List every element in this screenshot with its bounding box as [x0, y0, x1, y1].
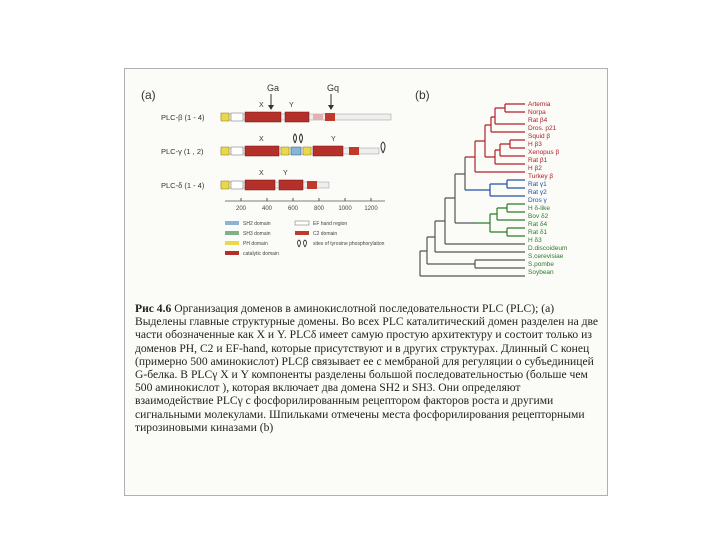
caption-lead: Рис 4.6 — [135, 302, 172, 315]
svg-text:1000: 1000 — [338, 206, 352, 212]
phospho-hairpin-icon — [380, 141, 386, 154]
figure-panel: (a) Ga Gq PLC-β (1 - 4) X Y PLC-γ (1 , 2… — [141, 83, 567, 277]
row-beta-mark-x: X — [259, 102, 264, 109]
panel-b-label: (b) — [415, 88, 430, 102]
row-label-plc-delta: PLC-δ (1 - 4) — [161, 181, 205, 190]
taxon-label: Bov δ2 — [528, 213, 549, 220]
row-delta-mark-x: X — [259, 170, 264, 177]
taxa-labels: Artemia Norpa Rat β4 Dros. p21 Squid β H… — [528, 101, 567, 276]
phospho-hairpin-icon — [293, 133, 297, 144]
taxon-label: Squid β — [528, 133, 550, 140]
taxon-label: Soybean — [528, 269, 554, 276]
taxon-label: Rat γ1 — [528, 181, 547, 188]
taxon-label: D.discoideum — [528, 245, 567, 252]
protein-bar-plc-delta — [220, 179, 330, 191]
taxon-label: Turkey β — [528, 173, 553, 180]
svg-text:1200: 1200 — [364, 206, 378, 212]
svg-text:catalytic domain: catalytic domain — [243, 251, 279, 257]
taxon-label: H β2 — [528, 165, 542, 172]
svg-text:sites of tyrosine phosphorylat: sites of tyrosine phosphorylation — [313, 241, 385, 247]
row-gamma-mark-y: Y — [331, 136, 336, 143]
svg-text:SH3 domain: SH3 domain — [243, 231, 271, 237]
protein-bar-plc-gamma — [220, 133, 386, 157]
row-label-plc-gamma: PLC-γ (1 , 2) — [161, 147, 204, 156]
sequence-axis-ticks: 200 400 600 800 1000 1200 — [236, 198, 378, 212]
panel-a-label: (a) — [141, 88, 156, 102]
marker-gq-arrowhead — [328, 105, 334, 110]
taxon-label: Dros γ — [528, 197, 548, 204]
taxon-label: Rat β1 — [528, 157, 548, 164]
svg-text:C2 domain: C2 domain — [313, 231, 337, 237]
svg-text:400: 400 — [262, 206, 273, 212]
marker-ga-arrowhead — [268, 105, 274, 110]
phylogenetic-tree — [419, 103, 525, 277]
taxon-label: Artemia — [528, 101, 551, 108]
taxon-label: H β3 — [528, 141, 542, 148]
row-label-plc-beta: PLC-β (1 - 4) — [161, 113, 205, 122]
marker-ga: Ga — [267, 83, 279, 93]
taxon-label: Rat δ1 — [528, 229, 548, 236]
svg-text:PH domain: PH domain — [243, 241, 268, 247]
figure-caption: Рис 4.6 Организация доменов в аминокисло… — [135, 302, 601, 434]
svg-text:EF hand region: EF hand region — [313, 221, 347, 227]
taxon-label: H δ3 — [528, 237, 542, 244]
slide-frame: (a) Ga Gq PLC-β (1 - 4) X Y PLC-γ (1 , 2… — [124, 68, 608, 496]
svg-text:SH2 domain: SH2 domain — [243, 221, 271, 227]
caption-text: Организация доменов в аминокислотной пос… — [135, 302, 599, 434]
svg-text:800: 800 — [314, 206, 325, 212]
taxon-label: Norpa — [528, 109, 546, 116]
taxon-label: Rat δ4 — [528, 221, 548, 228]
taxon-label: Rat γ2 — [528, 189, 547, 196]
taxon-label: Rat β4 — [528, 117, 548, 124]
svg-text:600: 600 — [288, 206, 299, 212]
protein-bar-plc-beta — [220, 111, 392, 123]
svg-text:200: 200 — [236, 206, 247, 212]
taxon-label: S.cerevisiae — [528, 253, 564, 260]
marker-gq: Gq — [327, 83, 339, 93]
row-delta-mark-y: Y — [283, 170, 288, 177]
taxon-label: H δ-like — [528, 205, 550, 212]
taxon-label: Dros. p21 — [528, 125, 557, 132]
taxon-label: S.pombe — [528, 261, 554, 268]
row-beta-mark-y: Y — [289, 102, 294, 109]
domain-legend: SH2 domain SH3 domain PH domain catalyti… — [225, 220, 385, 257]
row-gamma-mark-x: X — [259, 136, 264, 143]
taxon-label: Xenopus β — [528, 149, 559, 156]
phospho-hairpin-icon — [299, 133, 303, 144]
